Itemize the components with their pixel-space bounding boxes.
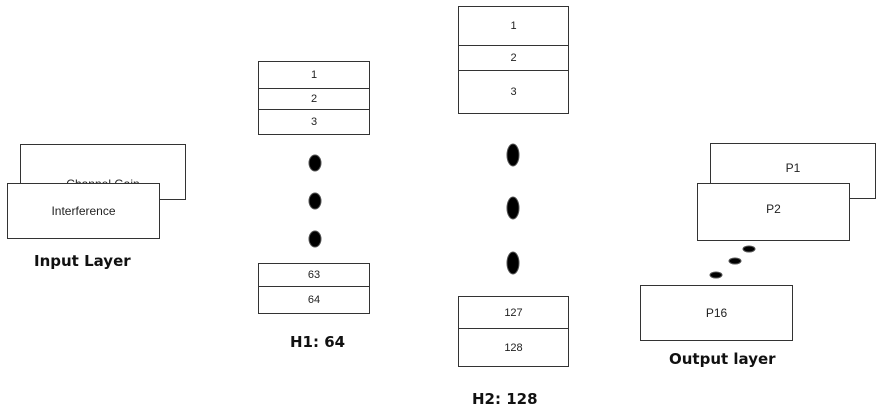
output-box-label: P16 [705,306,728,320]
h1-neuron: 64 [258,286,370,314]
h1-ellipsis-dot [308,154,322,172]
h1-neuron: 3 [258,109,370,135]
output-box-p2: P2 [697,183,850,241]
neuron-label: 2 [510,52,517,64]
neuron-label: 2 [310,93,318,105]
h2-ellipsis-dot [506,196,520,220]
h2-neuron: 2 [458,45,569,71]
neuron-label: 1 [510,20,517,32]
neuron-label: 127 [504,306,523,319]
h2-ellipsis-dot [506,251,520,275]
h2-neuron: 128 [458,328,569,367]
h1-ellipsis-dot [308,192,322,210]
h1-ellipsis-dot [308,230,322,248]
h2-ellipsis-dot [506,143,520,167]
output-ellipsis-dot [709,271,723,279]
output-ellipsis-dot [742,245,756,253]
output-box-p16: P16 [640,285,793,341]
neuron-label: 1 [310,69,318,81]
output-ellipsis-dot [728,257,742,265]
h2-label: H2: 128 [472,390,538,408]
input-box-label: Interference [51,204,116,218]
neuron-label: 63 [307,269,321,281]
h2-neuron: 3 [458,70,569,114]
h2-neuron: 1 [458,6,569,46]
neuron-label: 3 [510,86,517,98]
neuron-label: 64 [307,294,321,306]
output-box-label: P2 [766,202,781,216]
output-layer-label: Output layer [669,350,776,368]
input-layer-label: Input Layer [34,252,131,270]
input-box-interference: Interference [7,183,160,239]
neuron-label: 128 [504,341,523,354]
h2-neuron: 127 [458,296,569,329]
neuron-label: 3 [310,116,318,128]
h1-label: H1: 64 [290,333,346,351]
output-box-label: P1 [785,161,801,175]
